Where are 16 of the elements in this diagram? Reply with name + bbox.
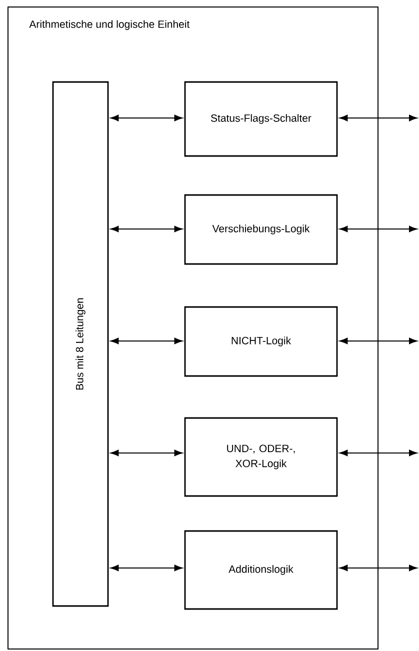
arrow — [110, 450, 182, 456]
bus-bar: Bus mit 8 Leitungen — [52, 81, 109, 607]
arrow — [340, 226, 418, 232]
logic-box: Additionslogik — [184, 530, 338, 610]
arrow — [340, 114, 418, 122]
arrow — [110, 114, 182, 122]
arrow — [110, 226, 182, 232]
logic-box: UND-, ODER-, XOR-Logik — [184, 417, 338, 497]
arrow — [110, 338, 182, 344]
logic-box: Verschiebungs-Logik — [184, 194, 338, 265]
logic-box: NICHT-Logik — [184, 306, 338, 377]
arrow — [340, 338, 418, 344]
arrow — [340, 564, 418, 572]
logic-box: Status-Flags-Schalter — [184, 81, 338, 157]
arrow — [340, 450, 418, 456]
arrow — [110, 564, 182, 572]
